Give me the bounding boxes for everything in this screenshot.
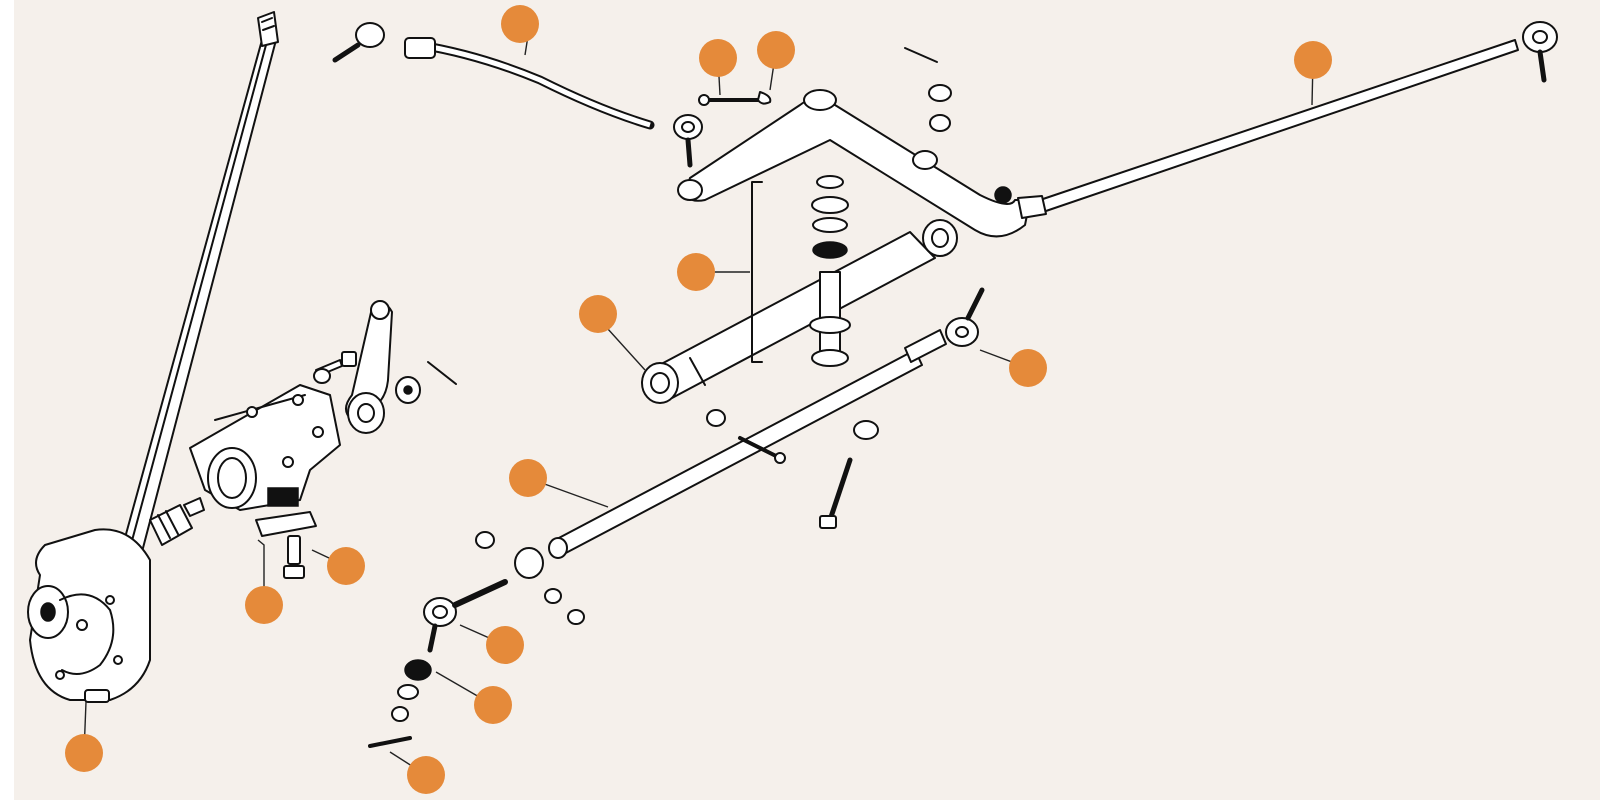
steering-arm-link	[677, 89, 1031, 238]
tie-rod-right-part	[1017, 21, 1558, 219]
top-small-hardware	[698, 47, 952, 132]
callout-marker-tie-rod-left[interactable]	[501, 5, 539, 43]
callout-dot	[327, 547, 365, 585]
centre-track-rod-part	[548, 287, 985, 559]
callout-marker-rubber-gaiter[interactable]	[474, 686, 512, 724]
callout-marker-ball-joint-right[interactable]	[1009, 349, 1047, 387]
callout-dot	[474, 686, 512, 724]
damper-stud-stack	[751, 175, 851, 367]
callout-marker-split-pin-top[interactable]	[699, 39, 737, 77]
callout-marker-washer-top[interactable]	[757, 31, 795, 69]
callout-marker-steering-box[interactable]	[65, 734, 103, 772]
callout-marker-steering-damper[interactable]	[579, 295, 617, 333]
callout-marker-idler-mounting-kit[interactable]	[677, 253, 715, 291]
tie-rod-left-part	[332, 22, 703, 168]
idler-bracket	[189, 384, 341, 537]
callout-marker-clamp-bolt[interactable]	[327, 547, 365, 585]
steering-box-body	[27, 497, 205, 703]
callout-dot	[579, 295, 617, 333]
centre-hardware	[475, 409, 879, 625]
callout-marker-ball-joint-left[interactable]	[486, 626, 524, 664]
idler-fixings	[283, 351, 457, 579]
callout-marker-shim-plate[interactable]	[245, 586, 283, 624]
steering-damper-part	[641, 219, 958, 404]
callout-dot	[245, 586, 283, 624]
callout-dot	[509, 459, 547, 497]
callout-marker-split-pin-bottom[interactable]	[407, 756, 445, 794]
callout-dot	[65, 734, 103, 772]
callout-dot	[757, 31, 795, 69]
callout-dot	[677, 253, 715, 291]
callout-marker-tie-rod-right[interactable]	[1294, 41, 1332, 79]
callout-dot	[1294, 41, 1332, 79]
callout-dot	[407, 756, 445, 794]
callout-marker-centre-track-rod[interactable]	[509, 459, 547, 497]
callout-dot	[699, 39, 737, 77]
callout-dot	[1009, 349, 1047, 387]
callout-markers	[65, 5, 1332, 794]
idler-arm	[345, 300, 393, 434]
ball-joint-left-part	[368, 579, 508, 748]
callout-dot	[501, 5, 539, 43]
callout-dot	[486, 626, 524, 664]
